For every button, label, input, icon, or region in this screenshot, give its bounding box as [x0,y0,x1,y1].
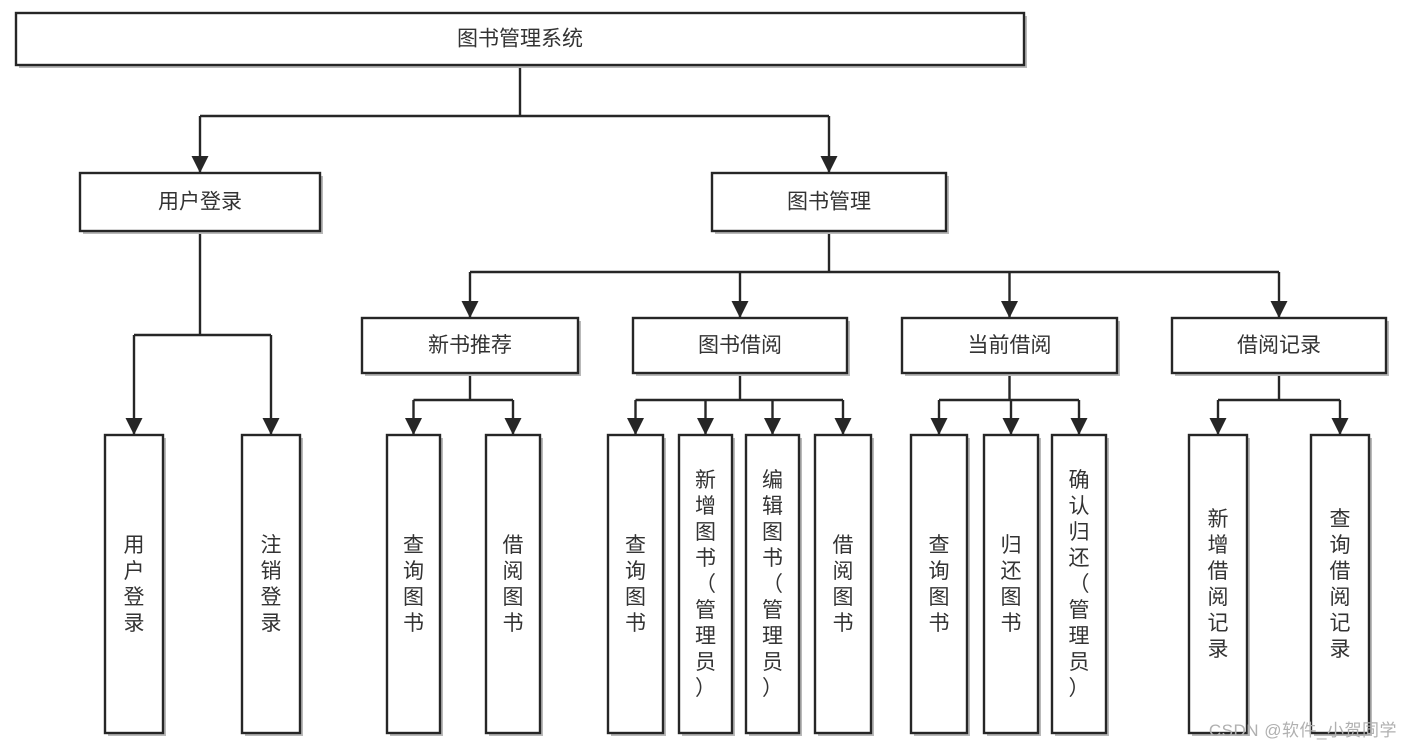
edge-group-current-borrow [930,373,1088,435]
node-box[interactable] [909,433,969,735]
node-label: 新书推荐 [428,334,512,357]
node-box[interactable] [360,316,580,375]
arrow-head-icon [405,418,422,435]
node-box[interactable] [385,433,442,735]
node-cb-confirm-return[interactable]: 确认归还（管理员） [1050,433,1109,736]
node-box[interactable] [240,433,302,735]
edge-group-book-borrow [627,373,852,435]
edge-group-borrow-record [1209,373,1349,435]
arrow-head-icon [504,418,522,435]
node-box[interactable] [900,316,1119,375]
arrow-head-icon [1070,418,1088,435]
node-br-query-record[interactable]: 查询借阅记录 [1309,433,1372,736]
node-box[interactable] [1050,433,1108,735]
node-label: 借阅图书 [833,534,854,635]
node-book-borrow[interactable]: 图书借阅 [631,316,850,376]
arrow-head-icon [125,418,143,435]
node-label: 用户登录 [158,191,242,214]
node-new-book-recommend[interactable]: 新书推荐 [360,316,581,376]
arrow-head-icon [764,418,781,435]
node-box[interactable] [631,316,849,375]
arrow-head-icon [731,301,749,318]
arrow-head-icon [1209,418,1227,435]
node-bb-query-book[interactable]: 查询图书 [606,433,666,736]
node-box[interactable] [1170,316,1388,375]
arrow-head-icon [1002,418,1020,435]
node-label: 图书借阅 [698,334,782,357]
arrow-head-icon [820,156,838,173]
node-box[interactable] [14,11,1026,67]
node-bb-add-book[interactable]: 新增图书（管理员） [677,433,735,736]
edge-group-user-login [125,231,280,435]
node-br-add-record[interactable]: 新增借阅记录 [1187,433,1250,736]
node-bb-borrow-book[interactable]: 借阅图书 [813,433,874,736]
node-current-borrow[interactable]: 当前借阅 [900,316,1120,376]
node-box[interactable] [1309,433,1371,735]
node-cb-return-book[interactable]: 归还图书 [982,433,1041,736]
node-box[interactable] [484,433,542,735]
node-box[interactable] [744,433,801,735]
node-label: 图书管理系统 [457,28,583,51]
node-box[interactable] [1187,433,1249,735]
node-label: 用户登录 [124,534,145,635]
nodes-layer: 图书管理系统用户登录图书管理新书推荐图书借阅当前借阅借阅记录用户登录注销登录查询… [14,11,1389,736]
node-label: 查询图书 [625,534,646,635]
node-user-logout-leaf[interactable]: 注销登录 [240,433,303,736]
arrow-head-icon [191,156,209,173]
node-book-management[interactable]: 图书管理 [710,171,949,234]
node-label: 查询图书 [403,534,424,635]
node-label: 确认归还（管理员） [1069,469,1090,700]
node-label: 新增借阅记录 [1208,508,1229,661]
arrow-head-icon [930,418,948,435]
node-box[interactable] [78,171,322,233]
node-label: 图书管理 [787,191,871,214]
node-user-login[interactable]: 用户登录 [78,171,323,234]
edge-group-new-book-recommend [405,373,522,435]
node-label: 当前借阅 [968,334,1052,357]
node-label: 查询图书 [929,534,950,635]
node-user-login-leaf[interactable]: 用户登录 [103,433,166,736]
node-box[interactable] [710,171,948,233]
node-box[interactable] [677,433,734,735]
node-bb-edit-book[interactable]: 编辑图书（管理员） [744,433,802,736]
node-label: 新增图书（管理员） [695,469,716,700]
node-label: 借阅记录 [1237,334,1321,357]
node-box[interactable] [606,433,665,735]
node-root[interactable]: 图书管理系统 [14,11,1027,68]
node-label: 编辑图书（管理员） [762,469,783,700]
watermark-text: CSDN @软件_小贺同学 [1208,721,1397,740]
edge-group-book-management [461,231,1288,318]
node-label: 借阅图书 [503,534,524,635]
node-label: 注销登录 [261,534,282,635]
arrow-head-icon [262,418,280,435]
edges-layer [125,65,1349,435]
node-box[interactable] [813,433,873,735]
node-nb-borrow-book[interactable]: 借阅图书 [484,433,543,736]
node-box[interactable] [103,433,165,735]
arrow-head-icon [1331,418,1349,435]
arrow-head-icon [697,418,714,435]
arrow-head-icon [627,418,644,435]
node-box[interactable] [982,433,1040,735]
node-borrow-record[interactable]: 借阅记录 [1170,316,1389,376]
arrow-head-icon [461,301,479,318]
node-nb-query-book[interactable]: 查询图书 [385,433,443,736]
arrow-head-icon [1270,301,1288,318]
arrow-head-icon [834,418,852,435]
arrow-head-icon [1001,301,1018,318]
node-label: 查询借阅记录 [1330,508,1351,661]
node-cb-query-book[interactable]: 查询图书 [909,433,970,736]
node-label: 归还图书 [1001,534,1022,635]
edge-group-root [191,65,838,173]
